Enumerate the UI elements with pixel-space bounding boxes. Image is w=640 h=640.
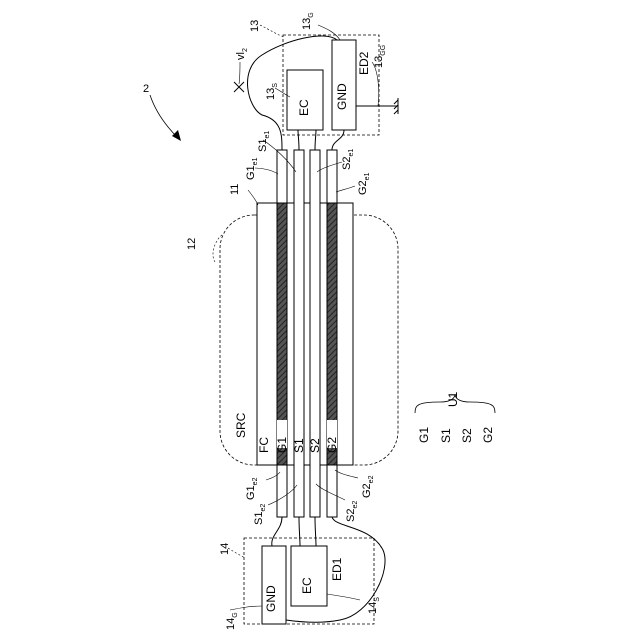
ref-11: 11 <box>229 184 241 195</box>
s1-label: S1 <box>292 438 306 453</box>
ec-top-label: EC <box>297 99 311 116</box>
wire-s1-top <box>298 130 299 150</box>
label-13s: 13S <box>265 83 279 100</box>
label-13g: 13G <box>301 12 315 30</box>
u1-label: U1 <box>446 391 460 407</box>
g2-conductor-top <box>327 150 337 203</box>
label-g2e2: G2e2 <box>361 475 375 498</box>
leader-13 <box>260 25 284 37</box>
earth-hatch-3 <box>394 110 398 114</box>
leader-vl2 <box>239 62 240 84</box>
label-s2e2: S2e2 <box>345 501 359 522</box>
wire-g1-bottom <box>272 517 282 546</box>
wire-s2-top <box>315 130 316 150</box>
label-vl2: vl2 <box>235 48 249 60</box>
g1-label: G1 <box>275 437 289 453</box>
legend-s1: S1 <box>439 428 453 443</box>
ref-12: 12 <box>186 238 198 250</box>
leader-g2e1 <box>336 186 355 192</box>
fc-body <box>257 203 353 465</box>
g2-label: G2 <box>325 437 339 453</box>
s2-conductor <box>310 150 320 517</box>
gnd-bottom-label: GND <box>264 585 278 612</box>
ed2-label: ED2 <box>357 51 371 75</box>
wire-s2-bottom <box>315 517 316 546</box>
legend-g1: G1 <box>417 427 431 443</box>
label-13gg: 13GG <box>373 45 387 68</box>
ec-bottom-label: EC <box>300 577 314 594</box>
gnd-top-label: GND <box>335 83 349 110</box>
ref-14: 14 <box>219 543 231 555</box>
leader-12 <box>213 235 222 262</box>
label-g1e1: G1e1 <box>245 157 259 180</box>
label-g1e2: G1e2 <box>245 477 259 500</box>
label-14s: 14S <box>367 597 381 614</box>
ed1-label: ED1 <box>330 557 344 581</box>
leader-g1e1 <box>255 168 278 174</box>
label-s2e1: S2e1 <box>341 149 355 170</box>
figure-arrow <box>150 95 178 138</box>
leader-14g <box>230 606 262 610</box>
leader-13g <box>318 25 340 40</box>
s2-label: S2 <box>308 438 322 453</box>
label-g2e1: G2e1 <box>357 172 371 195</box>
fc-label: FC <box>257 437 271 453</box>
g1-conductor-top <box>277 150 287 203</box>
legend-s2: S2 <box>460 428 474 443</box>
leader-g2e2 <box>335 470 358 478</box>
ec-bottom-box <box>291 546 327 606</box>
figure-arrowhead <box>172 130 181 141</box>
src-label: SRC <box>234 412 248 438</box>
s1-conductor <box>294 150 304 517</box>
label-14g: 14G <box>225 612 239 630</box>
g1-conductor-bottom <box>277 465 287 517</box>
figure-number: 2 <box>143 83 149 95</box>
legend-g2: G2 <box>481 427 495 443</box>
leader-14s <box>327 594 360 600</box>
label-s1e2: S1e2 <box>253 504 267 525</box>
wire-s1-bottom <box>299 517 300 546</box>
wire-g2-top <box>332 130 344 150</box>
label-s1e1: S1e1 <box>257 131 271 152</box>
g2-conductor-bottom <box>327 465 337 517</box>
earth-hatch-1 <box>394 100 398 104</box>
ref-13: 13 <box>249 20 261 32</box>
